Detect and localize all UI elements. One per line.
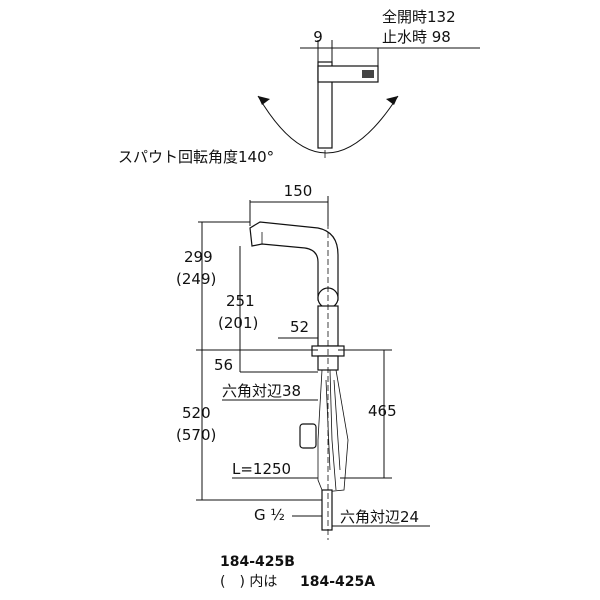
dim-below-counter: 520 [182, 404, 211, 422]
flow-full-open: 全開時132 [382, 8, 456, 26]
model-primary: 184-425B [220, 554, 295, 570]
hose-weight [299, 423, 317, 449]
dim-56: 56 [214, 356, 233, 374]
dim-total-height: 299 [184, 248, 213, 266]
dim-offset-9: 9 [313, 28, 323, 46]
top-view: 9 全開時132 止水時 98 スパウト回転角度140° [118, 8, 480, 166]
model-labels: 184-425B ( ) 内は 184-425A [220, 554, 375, 590]
faucet-body-top [317, 61, 333, 149]
thread-size: G ½ [254, 506, 285, 524]
dim-below-counter-alt: (570) [176, 426, 216, 444]
dim-total-height-alt: (249) [176, 270, 216, 288]
hex-24-label: 六角対辺24 [340, 508, 419, 526]
rotation-arrow-right [386, 96, 398, 105]
flow-stop: 止水時 98 [382, 28, 451, 46]
rotation-label: スパウト回転角度140° [118, 148, 274, 166]
dim-width-150: 150 [284, 182, 313, 200]
front-view: 150 299 (249) 251 (201) 52 56 六角対辺38 520… [176, 182, 430, 540]
rotation-arc [257, 95, 399, 154]
dim-spout-height: 251 [226, 292, 255, 310]
rotation-arrow-left [258, 96, 270, 105]
hex-38-label: 六角対辺38 [222, 382, 301, 400]
model-alt: 184-425A [300, 574, 375, 590]
spout-tip-top [362, 70, 374, 78]
dim-465: 465 [368, 402, 397, 420]
model-note-prefix: ( ) 内は [220, 574, 277, 590]
dim-spout-height-alt: (201) [218, 314, 258, 332]
hose-length: L=1250 [232, 460, 291, 478]
dim-offset-52: 52 [290, 318, 309, 336]
supply-pipe [321, 489, 333, 531]
hose-bundle [317, 369, 349, 493]
